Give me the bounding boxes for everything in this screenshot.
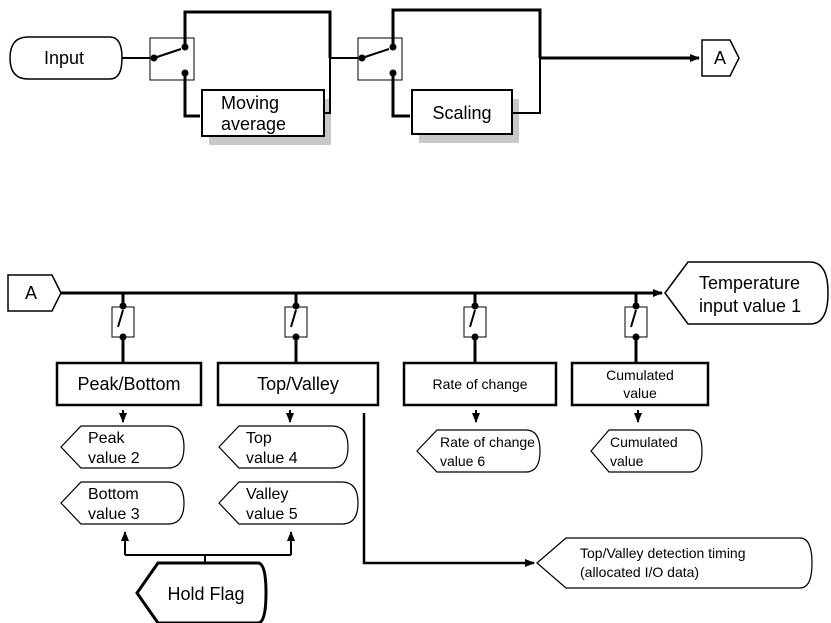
- timing-label-1: Top/Valley detection timing: [580, 545, 746, 561]
- switch-2: [357, 37, 403, 81]
- timing-label-2: (allocated I/O data): [580, 564, 699, 580]
- bottom-value-label-2: value 3: [88, 506, 140, 523]
- scaling-block: [411, 89, 513, 135]
- valley-value-label-2: value 5: [246, 506, 298, 523]
- peak-value-label-2: value 2: [88, 450, 140, 467]
- top-value-terminal: [218, 425, 349, 469]
- rate-value-label-2: value 6: [440, 453, 485, 469]
- bypass-wire-2: [391, 8, 542, 58]
- peak-bottom-block: [55, 361, 203, 407]
- peak-value-label-1: Peak: [88, 430, 125, 447]
- connector-a-out: [701, 39, 740, 77]
- timing-terminal: [536, 537, 813, 589]
- peak-value-terminal: [60, 425, 185, 469]
- hold-flag-label: Hold Flag: [167, 584, 244, 604]
- branch-switch-2: [284, 293, 308, 363]
- moving-average-label-1: Moving: [221, 93, 279, 113]
- scaling-wire: [391, 73, 410, 118]
- cumulated-value-label-1: Cumulated: [610, 434, 678, 450]
- branch-switch-4: [624, 293, 648, 363]
- rate-of-change-block: [402, 361, 558, 407]
- connector-a-in-label: A: [25, 283, 37, 303]
- temperature-label-1: Temperature: [699, 273, 800, 293]
- rate-value-terminal: [416, 429, 541, 473]
- cumulated-label-1: Cumulated: [606, 367, 674, 383]
- bottom-value-terminal: [60, 481, 185, 525]
- moving-average-wire: [183, 73, 200, 118]
- top-valley-block: [216, 361, 380, 407]
- timing-wire: [362, 413, 535, 567]
- switch-1: [149, 37, 195, 81]
- input-processing-chain: Input Moving average: [9, 8, 740, 145]
- scaling-return-wire: [512, 58, 541, 114]
- temperature-terminal: [664, 261, 829, 325]
- bottom-value-label-1: Bottom: [88, 486, 139, 503]
- connector-a-in: [7, 274, 62, 312]
- rate-value-label-1: Rate of change: [440, 434, 535, 450]
- detection-functions: A Temperature input value 1: [7, 261, 829, 623]
- top-value-label-1: Top: [246, 430, 272, 447]
- input-terminal: [9, 36, 123, 80]
- top-value-label-2: value 4: [246, 450, 298, 467]
- branch-switch-3: [463, 293, 487, 363]
- branch-switch-1: [111, 293, 135, 363]
- moving-average-return-wire: [324, 57, 360, 114]
- temperature-label-2: input value 1: [699, 296, 801, 316]
- moving-average-label-2: average: [221, 114, 286, 134]
- top-valley-label: Top/Valley: [257, 374, 339, 394]
- connector-a-out-label: A: [714, 48, 726, 68]
- cumulated-block: [570, 361, 710, 407]
- bypass-wire-1: [183, 10, 332, 58]
- scaling-label: Scaling: [432, 103, 491, 123]
- valley-value-label-1: Valley: [246, 486, 288, 503]
- cumulated-value-label-2: value: [610, 453, 644, 469]
- peak-bottom-label: Peak/Bottom: [77, 374, 180, 394]
- rate-of-change-label: Rate of change: [433, 376, 528, 392]
- input-label: Input: [44, 48, 84, 68]
- cumulated-value-terminal: [590, 429, 703, 473]
- valley-value-terminal: [218, 481, 359, 525]
- cumulated-label-2: value: [623, 385, 657, 401]
